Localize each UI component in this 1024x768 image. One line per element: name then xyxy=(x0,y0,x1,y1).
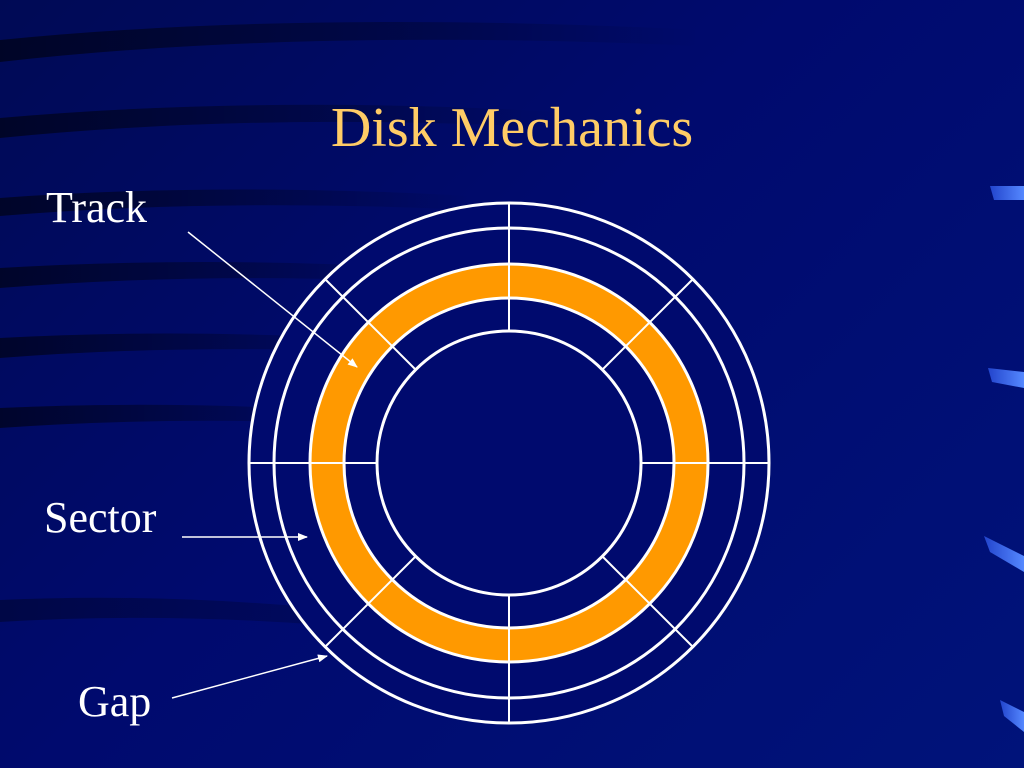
track-label: Track xyxy=(46,183,148,232)
accent-mark xyxy=(1000,700,1024,732)
gap-label: Gap xyxy=(78,677,152,726)
gap-pointer-arrow xyxy=(171,654,328,699)
sector-divider xyxy=(601,555,694,648)
sector-divider xyxy=(324,555,417,648)
accent-mark xyxy=(984,536,1024,572)
accent-mark xyxy=(988,368,1024,388)
sector-label: Sector xyxy=(44,493,157,542)
track-pointer-arrow xyxy=(187,231,358,368)
accent-mark xyxy=(990,186,1024,200)
slide-title: Disk Mechanics xyxy=(330,97,694,159)
sector-divider xyxy=(324,278,417,371)
sector-divider xyxy=(601,278,694,371)
